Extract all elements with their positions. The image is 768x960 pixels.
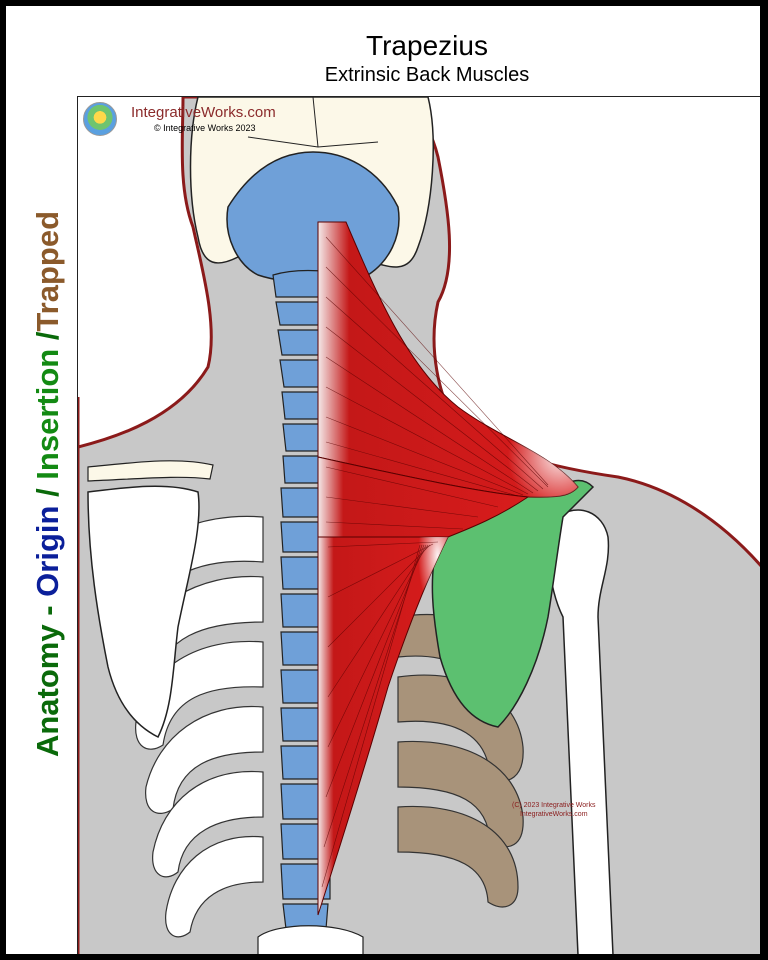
legend-label: Anatomy - Origin / Insertion /Trapped: [30, 211, 66, 757]
legend-separator: -: [30, 596, 65, 625]
legend-origin: Origin: [30, 505, 65, 597]
brand-logo: [83, 102, 117, 136]
credit-line-1: (C) 2023 Integrative Works: [512, 802, 596, 809]
page-title: Trapezius: [366, 30, 488, 61]
pelvis-top: [257, 925, 364, 954]
legend-insertion: Insertion: [30, 348, 65, 480]
scapula-left: [87, 485, 200, 739]
muscle-fibers: [321, 236, 549, 888]
skull-suture: [247, 97, 379, 148]
trapezius-muscle: [317, 221, 579, 916]
legend-separator: /: [30, 331, 65, 349]
anatomy-illustration: IntegrativeWorks.com © Integrative Works…: [77, 96, 760, 954]
legend-anatomy: Anatomy: [30, 624, 65, 758]
credit-line-2: IntegrativeWorks.com: [519, 811, 588, 818]
legend-separator: /: [30, 479, 65, 506]
legend-trapped: Trapped: [30, 210, 65, 332]
page-subtitle: Extrinsic Back Muscles: [324, 64, 530, 86]
illustration-svg: [78, 97, 760, 954]
poster: Trapezius Extrinsic Back Muscles Anatomy…: [6, 6, 760, 954]
clavicle-left: [87, 460, 214, 482]
brand-copyright: © Integrative Works 2023: [154, 123, 256, 133]
image-credit: (C) 2023 Integrative Works IntegrativeWo…: [512, 801, 596, 819]
brand-site: IntegrativeWorks.com: [131, 104, 276, 121]
